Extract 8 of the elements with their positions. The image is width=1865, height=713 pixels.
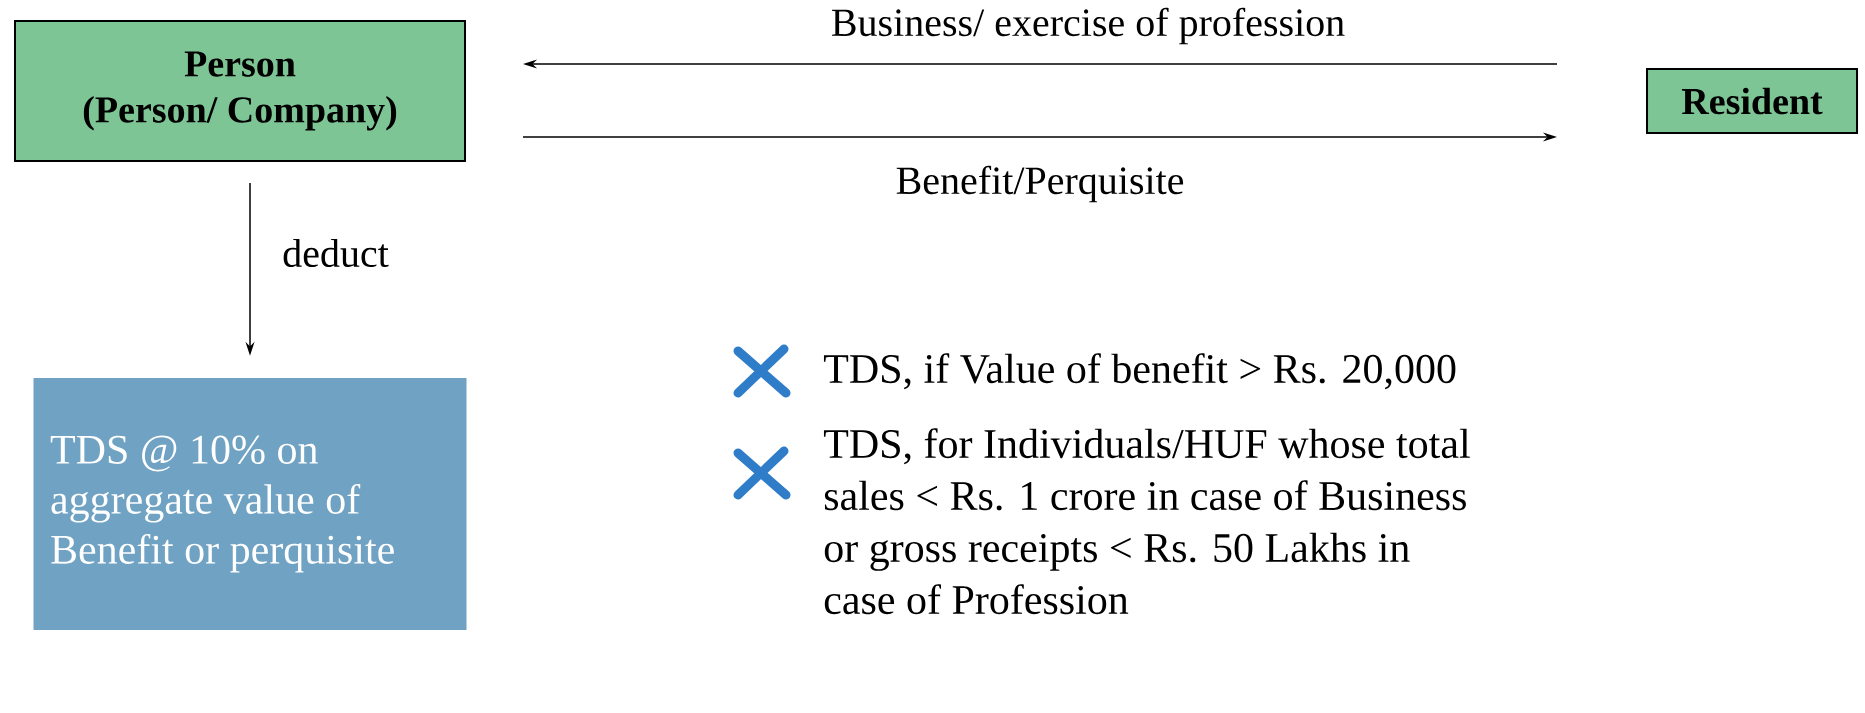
- tds-box: TDS @ 10% on aggregate value of Benefit or perquisite: [33, 378, 467, 630]
- edge-label: Benefit/Perquisite: [893, 163, 1187, 205]
- edge-label: deduct: [280, 236, 391, 270]
- entity-box: Resident: [1646, 68, 1858, 134]
- note-text: TDS, for Individuals/HUF whose total sales < Rs. 1 crore in case of Business or gross receipts < Rs. 50 Lakhs in case of Profession: [823, 428, 1470, 615]
- edge-label: Business/ exercise of profession: [828, 5, 1348, 47]
- note-text: TDS, if Value of benefit > Rs. 20,000: [823, 353, 1456, 390]
- entity-box: Person (Person/ Company): [14, 20, 466, 162]
